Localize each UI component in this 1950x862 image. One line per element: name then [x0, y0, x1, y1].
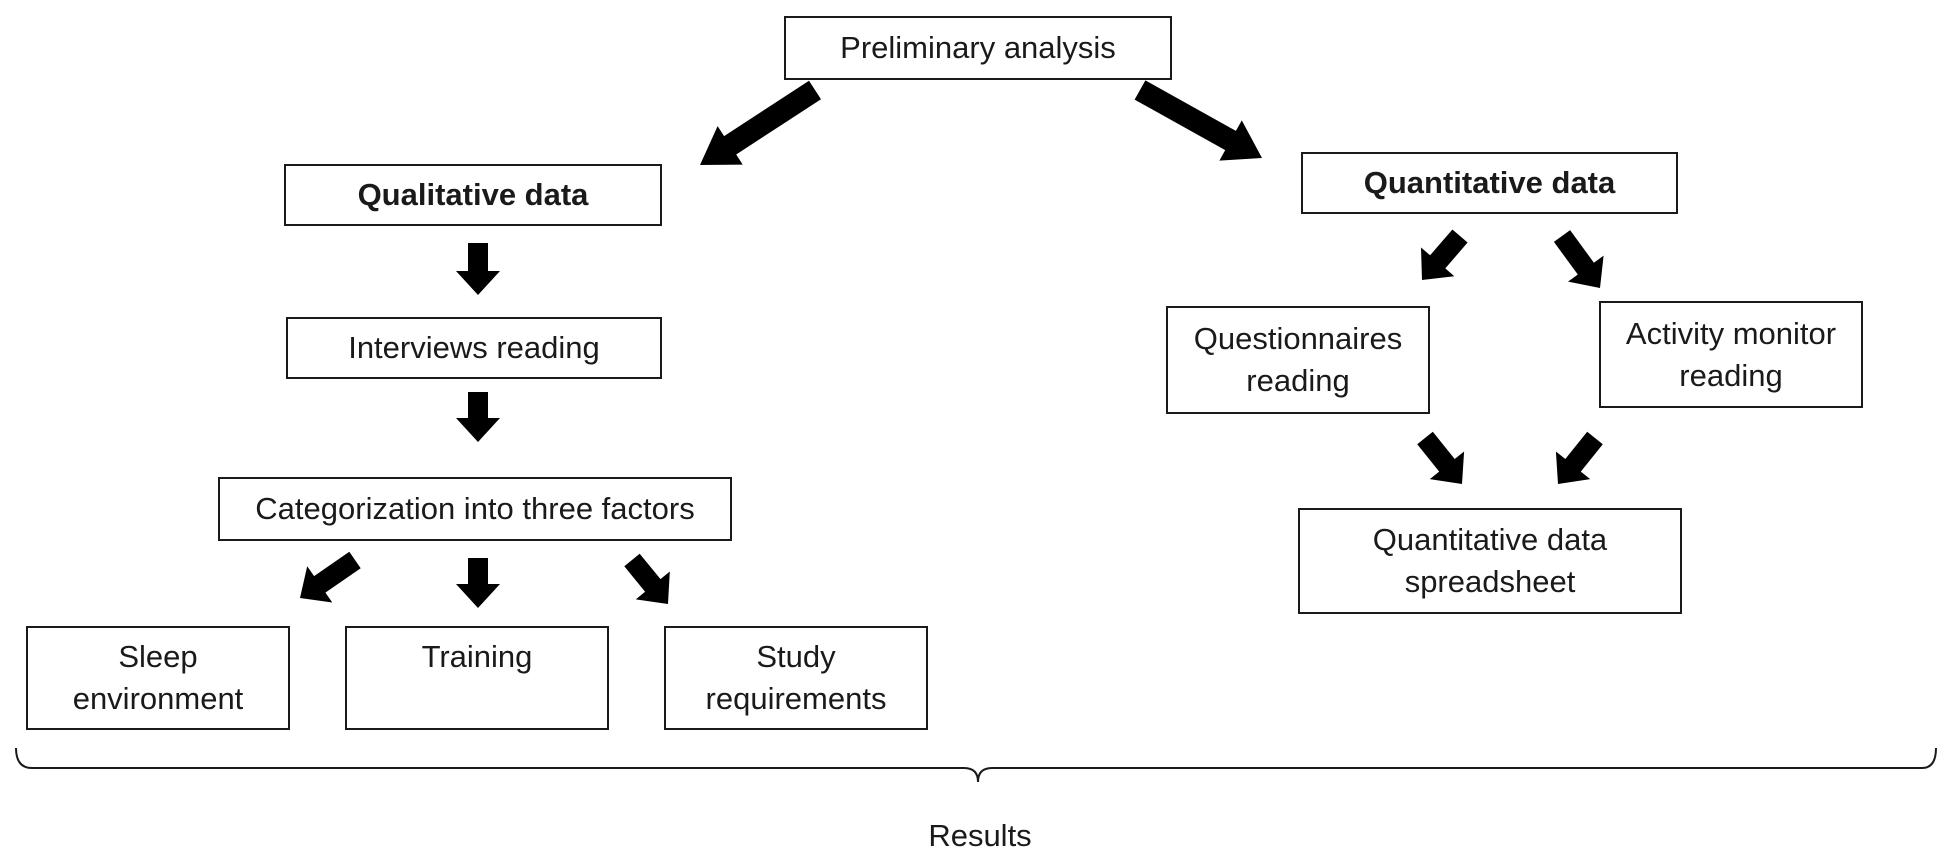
categorization-label: Categorization into three factors	[255, 491, 695, 526]
preliminary-analysis-label: Preliminary analysis	[840, 30, 1116, 65]
quantitative-data-box: Quantitative data	[1301, 152, 1678, 214]
activity-monitor-reading-box: Activity monitor reading	[1599, 301, 1863, 408]
arrow-to-spreadsheet-left	[1417, 431, 1465, 484]
interviews-reading-label: Interviews reading	[348, 330, 600, 365]
quantitative-data-label: Quantitative data	[1363, 165, 1616, 200]
results-label: Results	[928, 818, 1032, 853]
questionnaires-reading-line2: reading	[1246, 363, 1350, 398]
qualitative-data-label: Qualitative data	[357, 177, 589, 212]
questionnaires-reading-line1: Questionnaires	[1193, 321, 1403, 356]
study-requirements-line1: Study	[756, 639, 836, 674]
quantitative-spreadsheet-line1: Quantitative data	[1372, 522, 1608, 557]
arrow-to-sleep	[300, 551, 361, 603]
training-label: Training	[421, 639, 533, 674]
arrow-to-categorization	[456, 392, 500, 442]
results-brace-path	[15, 747, 1937, 783]
quantitative-spreadsheet-box: Quantitative data spreadsheet	[1298, 508, 1682, 614]
qualitative-data-box: Qualitative data	[284, 164, 662, 226]
preliminary-analysis-box: Preliminary analysis	[784, 16, 1172, 80]
arrow-to-interviews	[456, 243, 500, 295]
study-requirements-line2: requirements	[705, 681, 887, 716]
sleep-environment-box: Sleep environment	[26, 626, 290, 730]
sleep-environment-line1: Sleep	[118, 639, 198, 674]
arrow-to-study	[624, 553, 670, 604]
quantitative-spreadsheet-line2: spreadsheet	[1404, 564, 1576, 599]
activity-monitor-reading-line1: Activity monitor	[1625, 315, 1837, 351]
questionnaires-reading-box: Questionnaires reading	[1166, 306, 1430, 414]
arrow-to-activity	[1553, 230, 1604, 288]
arrow-to-training	[456, 558, 500, 608]
arrow-to-qualitative	[700, 80, 821, 165]
activity-monitor-reading-line2: reading	[1679, 357, 1783, 393]
training-box: Training	[345, 626, 609, 730]
study-requirements-box: Study requirements	[664, 626, 928, 730]
categorization-box: Categorization into three factors	[218, 477, 732, 541]
sleep-environment-line2: environment	[72, 681, 244, 716]
interviews-reading-box: Interviews reading	[286, 317, 662, 379]
arrow-to-spreadsheet-right	[1555, 431, 1603, 484]
arrow-to-quantitative	[1134, 80, 1262, 161]
arrow-to-questionnaires	[1421, 229, 1468, 280]
